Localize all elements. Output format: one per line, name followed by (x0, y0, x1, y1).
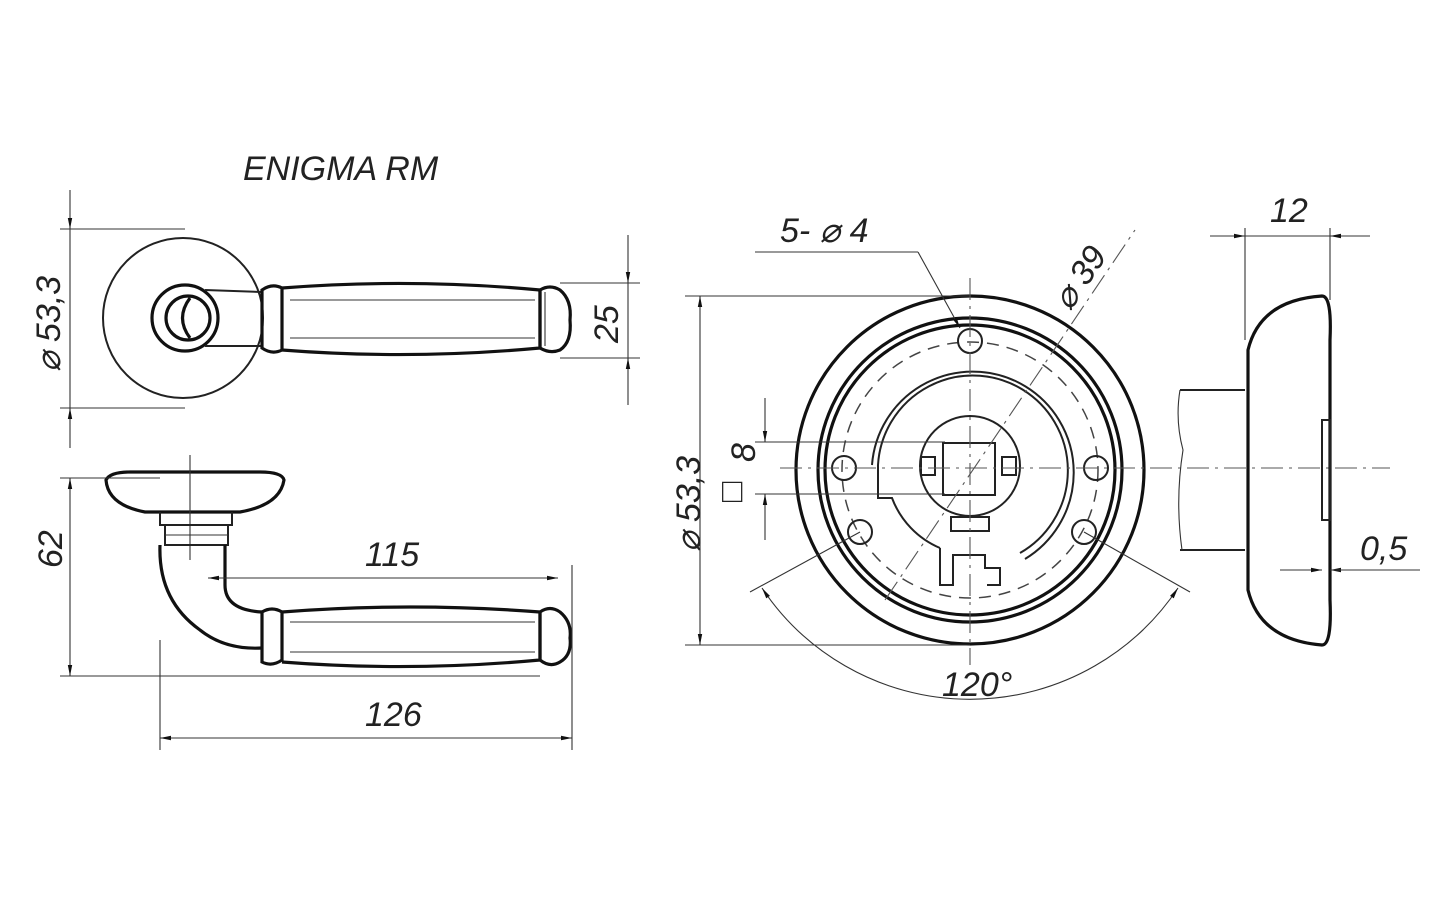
dim-lever-height: 25 (588, 305, 626, 344)
drawing-title: ENIGMA RM (243, 150, 439, 188)
dim-total-length: 126 (365, 696, 422, 734)
dim-hole-circle: ⌀ 39 (1045, 239, 1114, 316)
dim-angle: 120° (942, 666, 1012, 704)
square-symbol: □ (722, 472, 743, 510)
dim-holes: 5- ⌀ 4 (780, 212, 869, 250)
dim-front-rosette-diameter: ⌀ 53,3 (30, 276, 68, 372)
dim-square-size: 8 (725, 443, 763, 462)
dim-lever-reach: 115 (365, 536, 419, 574)
dim-rosette-depth: 12 (1270, 192, 1308, 230)
dim-side-height: 62 (32, 530, 70, 568)
side-view: 62 115 126 (32, 455, 573, 750)
profile-view: 12 0,5 (1177, 192, 1420, 647)
front-view: ⌀ 53,3 25 (30, 190, 640, 448)
rear-view: 5- ⌀ 4 ⌀ 39 ⌀ 53,3 8 □ 120° (670, 212, 1390, 704)
dim-rear-rosette-diameter: ⌀ 53,3 (670, 456, 708, 552)
dim-gap: 0,5 (1360, 530, 1407, 568)
